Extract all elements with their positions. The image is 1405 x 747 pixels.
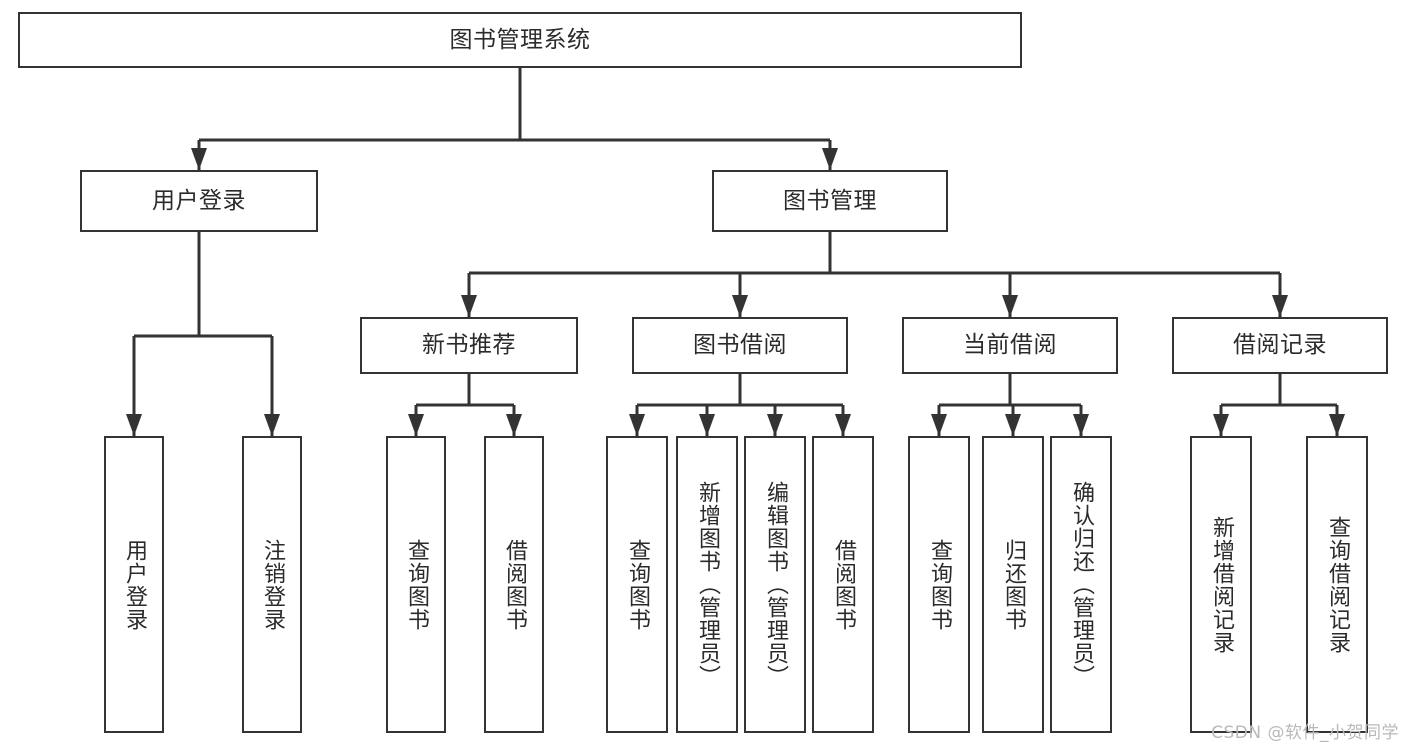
arrowhead-icon [1272,295,1288,317]
node-label: 图书管理系统 [449,26,591,53]
arrowhead-icon [835,414,851,436]
node-leaf_11: 新增借阅记录 [1190,436,1252,733]
node-leaf_7: 借阅图书 [812,436,874,733]
arrowhead-icon [1213,414,1229,436]
node-leaf_6: 编辑图书（管理员） [744,436,806,733]
node-leaf_9: 归还图书 [982,436,1044,733]
arrowhead-icon [931,414,947,436]
node-label: 新增图书（管理员） [694,481,720,688]
arrowhead-icon [461,295,477,317]
node-label: 确认归还（管理员） [1068,481,1094,688]
node-leaf_5: 新增图书（管理员） [676,436,738,733]
node-label: 图书管理 [783,187,877,214]
node-label: 图书借阅 [693,332,787,359]
node-leaf_12: 查询借阅记录 [1306,436,1368,733]
edge-group [132,68,1339,436]
node-label: 用户登录 [152,187,246,214]
node-label: 新书推荐 [422,332,516,359]
node-label: 用户登录 [121,538,147,631]
arrowhead-icon [767,414,783,436]
node-label: 归还图书 [1000,538,1026,631]
arrowhead-icon [1329,414,1345,436]
node-l3_0: 新书推荐 [360,317,578,374]
node-leaf_3: 借阅图书 [484,436,544,733]
arrowhead-group [126,148,1345,436]
node-root: 图书管理系统 [18,12,1022,68]
node-label: 查询图书 [403,538,429,631]
arrowhead-icon [408,414,424,436]
node-l3_2: 当前借阅 [902,317,1118,374]
node-label: 查询借阅记录 [1324,515,1350,654]
node-leaf_8: 查询图书 [908,436,970,733]
node-label: 查询图书 [926,538,952,631]
node-leaf_10: 确认归还（管理员） [1050,436,1112,733]
arrowhead-icon [1073,414,1089,436]
node-label: 查询图书 [624,538,650,631]
node-label: 借阅记录 [1233,332,1327,359]
node-l2_1: 图书管理 [712,170,948,232]
arrowhead-icon [1002,295,1018,317]
arrowhead-icon [732,295,748,317]
node-l3_3: 借阅记录 [1172,317,1388,374]
arrowhead-icon [629,414,645,436]
arrowhead-icon [822,148,838,170]
node-l3_1: 图书借阅 [632,317,848,374]
node-label: 注销登录 [259,538,285,631]
arrowhead-icon [506,414,522,436]
arrowhead-icon [191,148,207,170]
arrowhead-icon [1005,414,1021,436]
node-leaf_1: 注销登录 [242,436,302,733]
arrowhead-icon [699,414,715,436]
node-label: 借阅图书 [830,538,856,631]
node-label: 编辑图书（管理员） [762,481,788,688]
node-leaf_4: 查询图书 [606,436,668,733]
node-l2_0: 用户登录 [80,170,318,232]
node-leaf_0: 用户登录 [104,436,164,733]
node-label: 借阅图书 [501,538,527,631]
node-label: 当前借阅 [963,332,1057,359]
node-label: 新增借阅记录 [1208,515,1234,654]
node-leaf_2: 查询图书 [386,436,446,733]
arrowhead-icon [126,414,142,436]
arrowhead-icon [264,414,280,436]
